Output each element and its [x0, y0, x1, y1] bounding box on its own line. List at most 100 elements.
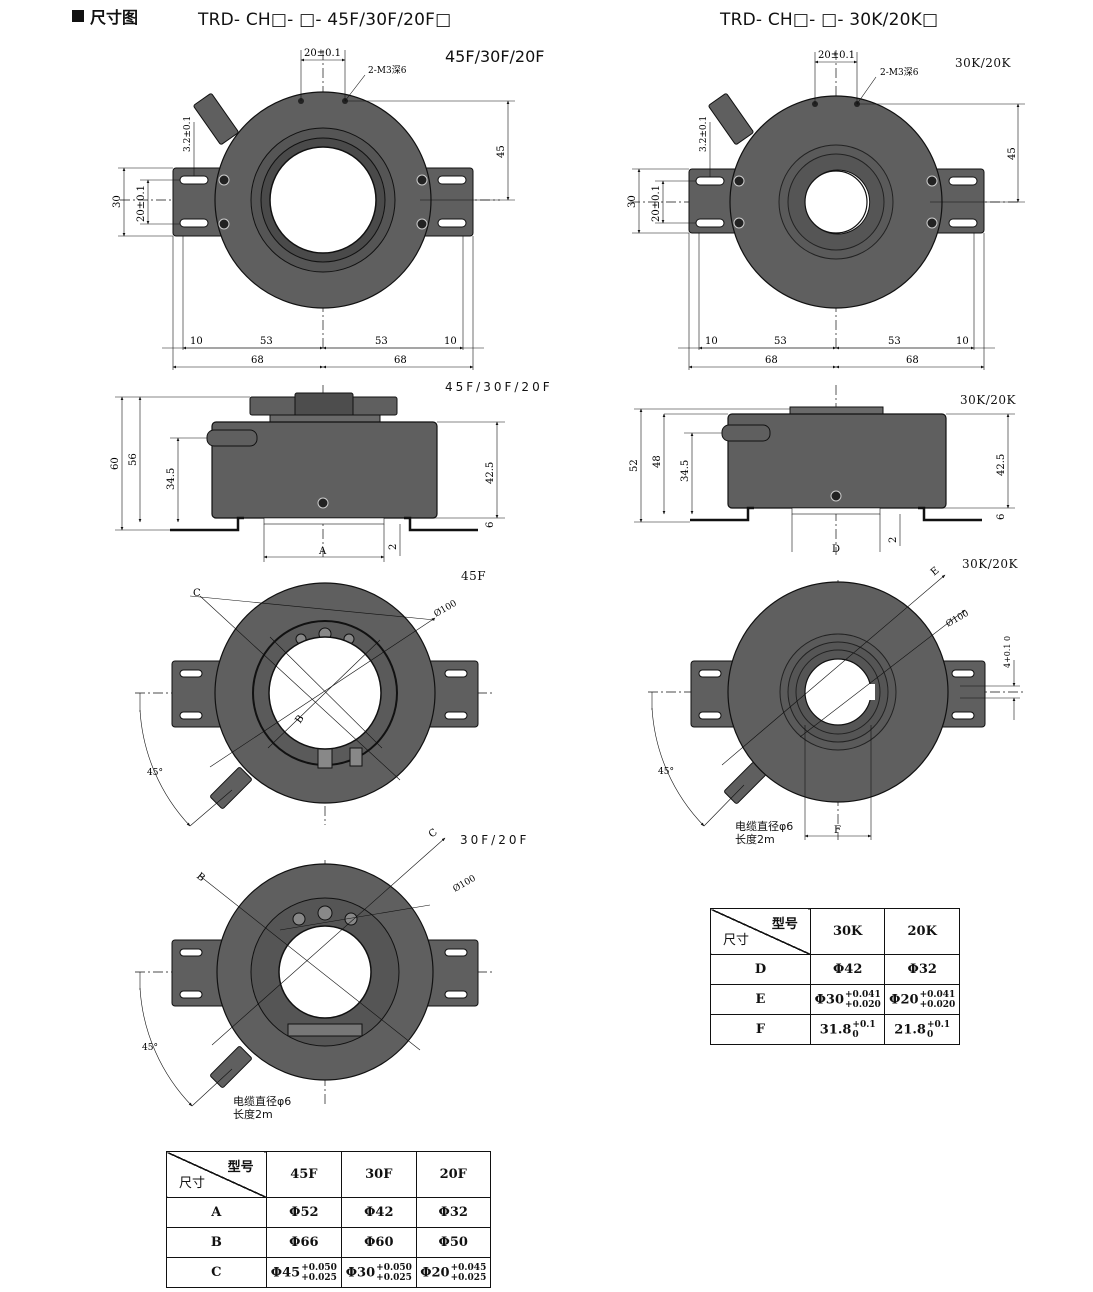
dim-screw-f: 2-M3深6: [368, 65, 407, 76]
dim-10-right-k: 10: [956, 336, 969, 347]
top-view-30f20f: C B Ø100 45°: [135, 827, 495, 1107]
dim-68-left-k: 68: [765, 355, 778, 366]
table-f-cell: Φ42: [341, 1197, 417, 1228]
table-f-header-cell: 型号 尺寸: [166, 1151, 267, 1198]
table-f-cell: Φ20+0.045+0.025: [415, 1257, 492, 1288]
dim-345: 34.5: [166, 468, 177, 490]
table-row: B Φ66 Φ60 Φ50: [166, 1227, 492, 1258]
tol-up: +0.050: [301, 1262, 337, 1273]
table-k-row-name: F: [710, 1014, 811, 1045]
table-k-row-name: E: [710, 984, 811, 1015]
dim-68-right-f: 68: [394, 355, 407, 366]
top-view-45f: C Ø100 B 45°: [135, 582, 495, 827]
table-row: C Φ45+0.050+0.025 Φ30+0.050+0.025 Φ20+0.…: [166, 1257, 492, 1288]
front-view-k: 20±0.1 2-M3深6 45 30 20±0.1 3.2±0.1 10 53…: [627, 50, 1025, 370]
table-f-cell: Φ52: [265, 1197, 343, 1228]
dim-53-right-k: 53: [888, 336, 901, 347]
dim-6-f: 6: [485, 522, 496, 528]
dim-angle-k: 45°: [658, 767, 674, 777]
table-k-header-model: 型号: [771, 917, 798, 932]
cable-note-f: 电缆直径φ6 长度2m: [233, 1095, 291, 1121]
dim-e: E: [929, 565, 942, 578]
table-f-col-20f: 20F: [415, 1151, 492, 1198]
dim-20-f: 20±0.1: [136, 185, 147, 222]
dim-53-left-k: 53: [774, 336, 787, 347]
dim-dia100-45f: Ø100: [432, 598, 459, 620]
side-view-k: 52 48 34.5 42.5 6 D 2: [629, 385, 1015, 555]
dim-k-tol: 4+0.1 0: [1003, 636, 1012, 668]
dim-30-k: 30: [627, 195, 638, 208]
spec-table-k: 型号 尺寸 30K 20K D Φ42 Φ32 E Φ30+0.041+0.02…: [710, 908, 960, 1045]
cable-note-k-line2: 长度2m: [735, 833, 775, 846]
dim-dia100-30f: Ø100: [451, 873, 478, 895]
tol-base: Φ30: [345, 1265, 376, 1280]
dim-10-left-f: 10: [190, 336, 203, 347]
tol-down: +0.020: [845, 999, 881, 1010]
cable-gland-front-f: [193, 93, 239, 145]
dim-angle-45f: 45°: [147, 768, 163, 778]
side-view-f: 60 56 34.5 42.5 6 A 2: [110, 385, 505, 562]
tol-down: +0.025: [376, 1272, 412, 1283]
dim-425-f: 42.5: [485, 462, 496, 484]
section-title-text: 尺寸图: [90, 8, 139, 27]
table-k-col-30k: 30K: [809, 908, 886, 955]
tol-base: Φ45: [270, 1265, 301, 1280]
tol-base: 21.8: [894, 1022, 926, 1037]
cable-note-k: 电缆直径φ6 长度2m: [735, 820, 793, 846]
table-f-col-30f: 30F: [341, 1151, 417, 1198]
table-row: E Φ30+0.041+0.020 Φ20+0.041 +0.020: [710, 984, 960, 1015]
table-k-row-name: D: [710, 954, 811, 985]
front-view-k-label: 30K/20K: [955, 56, 1012, 70]
top-view-k-label: 30K/20K: [962, 557, 1019, 571]
table-k-col-20k: 20K: [884, 908, 960, 955]
left-model-title: TRD- CH□- □- 45F/30F/20F□: [198, 10, 452, 30]
section-marker-icon: [72, 10, 84, 22]
table-k-header-dim: 尺寸: [723, 933, 750, 948]
table-f-cell: Φ60: [341, 1227, 417, 1258]
dim-2-f: 2: [388, 544, 399, 550]
table-f-cell: Φ66: [265, 1227, 343, 1258]
dim-screw-k: 2-M3深6: [880, 67, 919, 78]
dim-60: 60: [110, 457, 121, 470]
dim-6-k: 6: [996, 514, 1007, 520]
tol-base: Φ30: [814, 992, 845, 1007]
cable-note-k-line1: 电缆直径φ6: [735, 820, 794, 833]
dim-53-right-f: 53: [375, 336, 388, 347]
dim-56: 56: [128, 453, 139, 466]
dim-45-k: 45: [1007, 147, 1018, 160]
table-f-row-name: C: [166, 1257, 267, 1288]
right-model-title: TRD- CH□- □- 30K/20K□: [720, 10, 939, 30]
dim-52: 52: [629, 459, 640, 472]
table-k-cell: Φ30+0.041+0.020: [809, 984, 886, 1015]
tol-down: +0.025: [301, 1272, 337, 1283]
dim-d: D: [832, 544, 840, 555]
table-f-row-name: B: [166, 1227, 267, 1258]
dim-c-30f: C: [427, 827, 440, 841]
section-title: 尺寸图: [72, 4, 138, 28]
dim-f: F: [834, 825, 841, 836]
table-f-cell: Φ45+0.050+0.025: [265, 1257, 343, 1288]
table-row: D Φ42 Φ32: [710, 954, 960, 985]
tol-base: Φ20: [889, 992, 919, 1007]
dim-20-k: 20±0.1: [651, 185, 662, 222]
table-row: A Φ52 Φ42 Φ32: [166, 1197, 492, 1228]
tol-up: +0.041: [919, 989, 956, 1000]
tol-down: 0: [926, 1029, 934, 1040]
table-k-header-cell: 型号 尺寸: [710, 908, 811, 955]
tol-down: +0.025: [450, 1272, 487, 1283]
table-k-cell: Φ32: [884, 954, 960, 985]
table-f-col-45f: 45F: [265, 1151, 343, 1198]
top-view-30f20f-label: 30F/20F: [460, 833, 530, 847]
front-view-f: 20±0.1 2-M3深6 45 30 20±0.1 3.2±0.1 10 53…: [112, 48, 515, 370]
dim-2-k: 2: [888, 537, 899, 543]
cable-note-f-line2: 长度2m: [233, 1108, 273, 1121]
cable-gland-front-k: [708, 93, 754, 145]
dim-10-right-f: 10: [444, 336, 457, 347]
spec-table-f: 型号 尺寸 45F 30F 20F A Φ52 Φ42 Φ32 B Φ66 Φ6…: [166, 1151, 492, 1288]
dim-32-f: 3.2±0.1: [183, 116, 193, 152]
tol-up: +0.050: [376, 1262, 412, 1273]
